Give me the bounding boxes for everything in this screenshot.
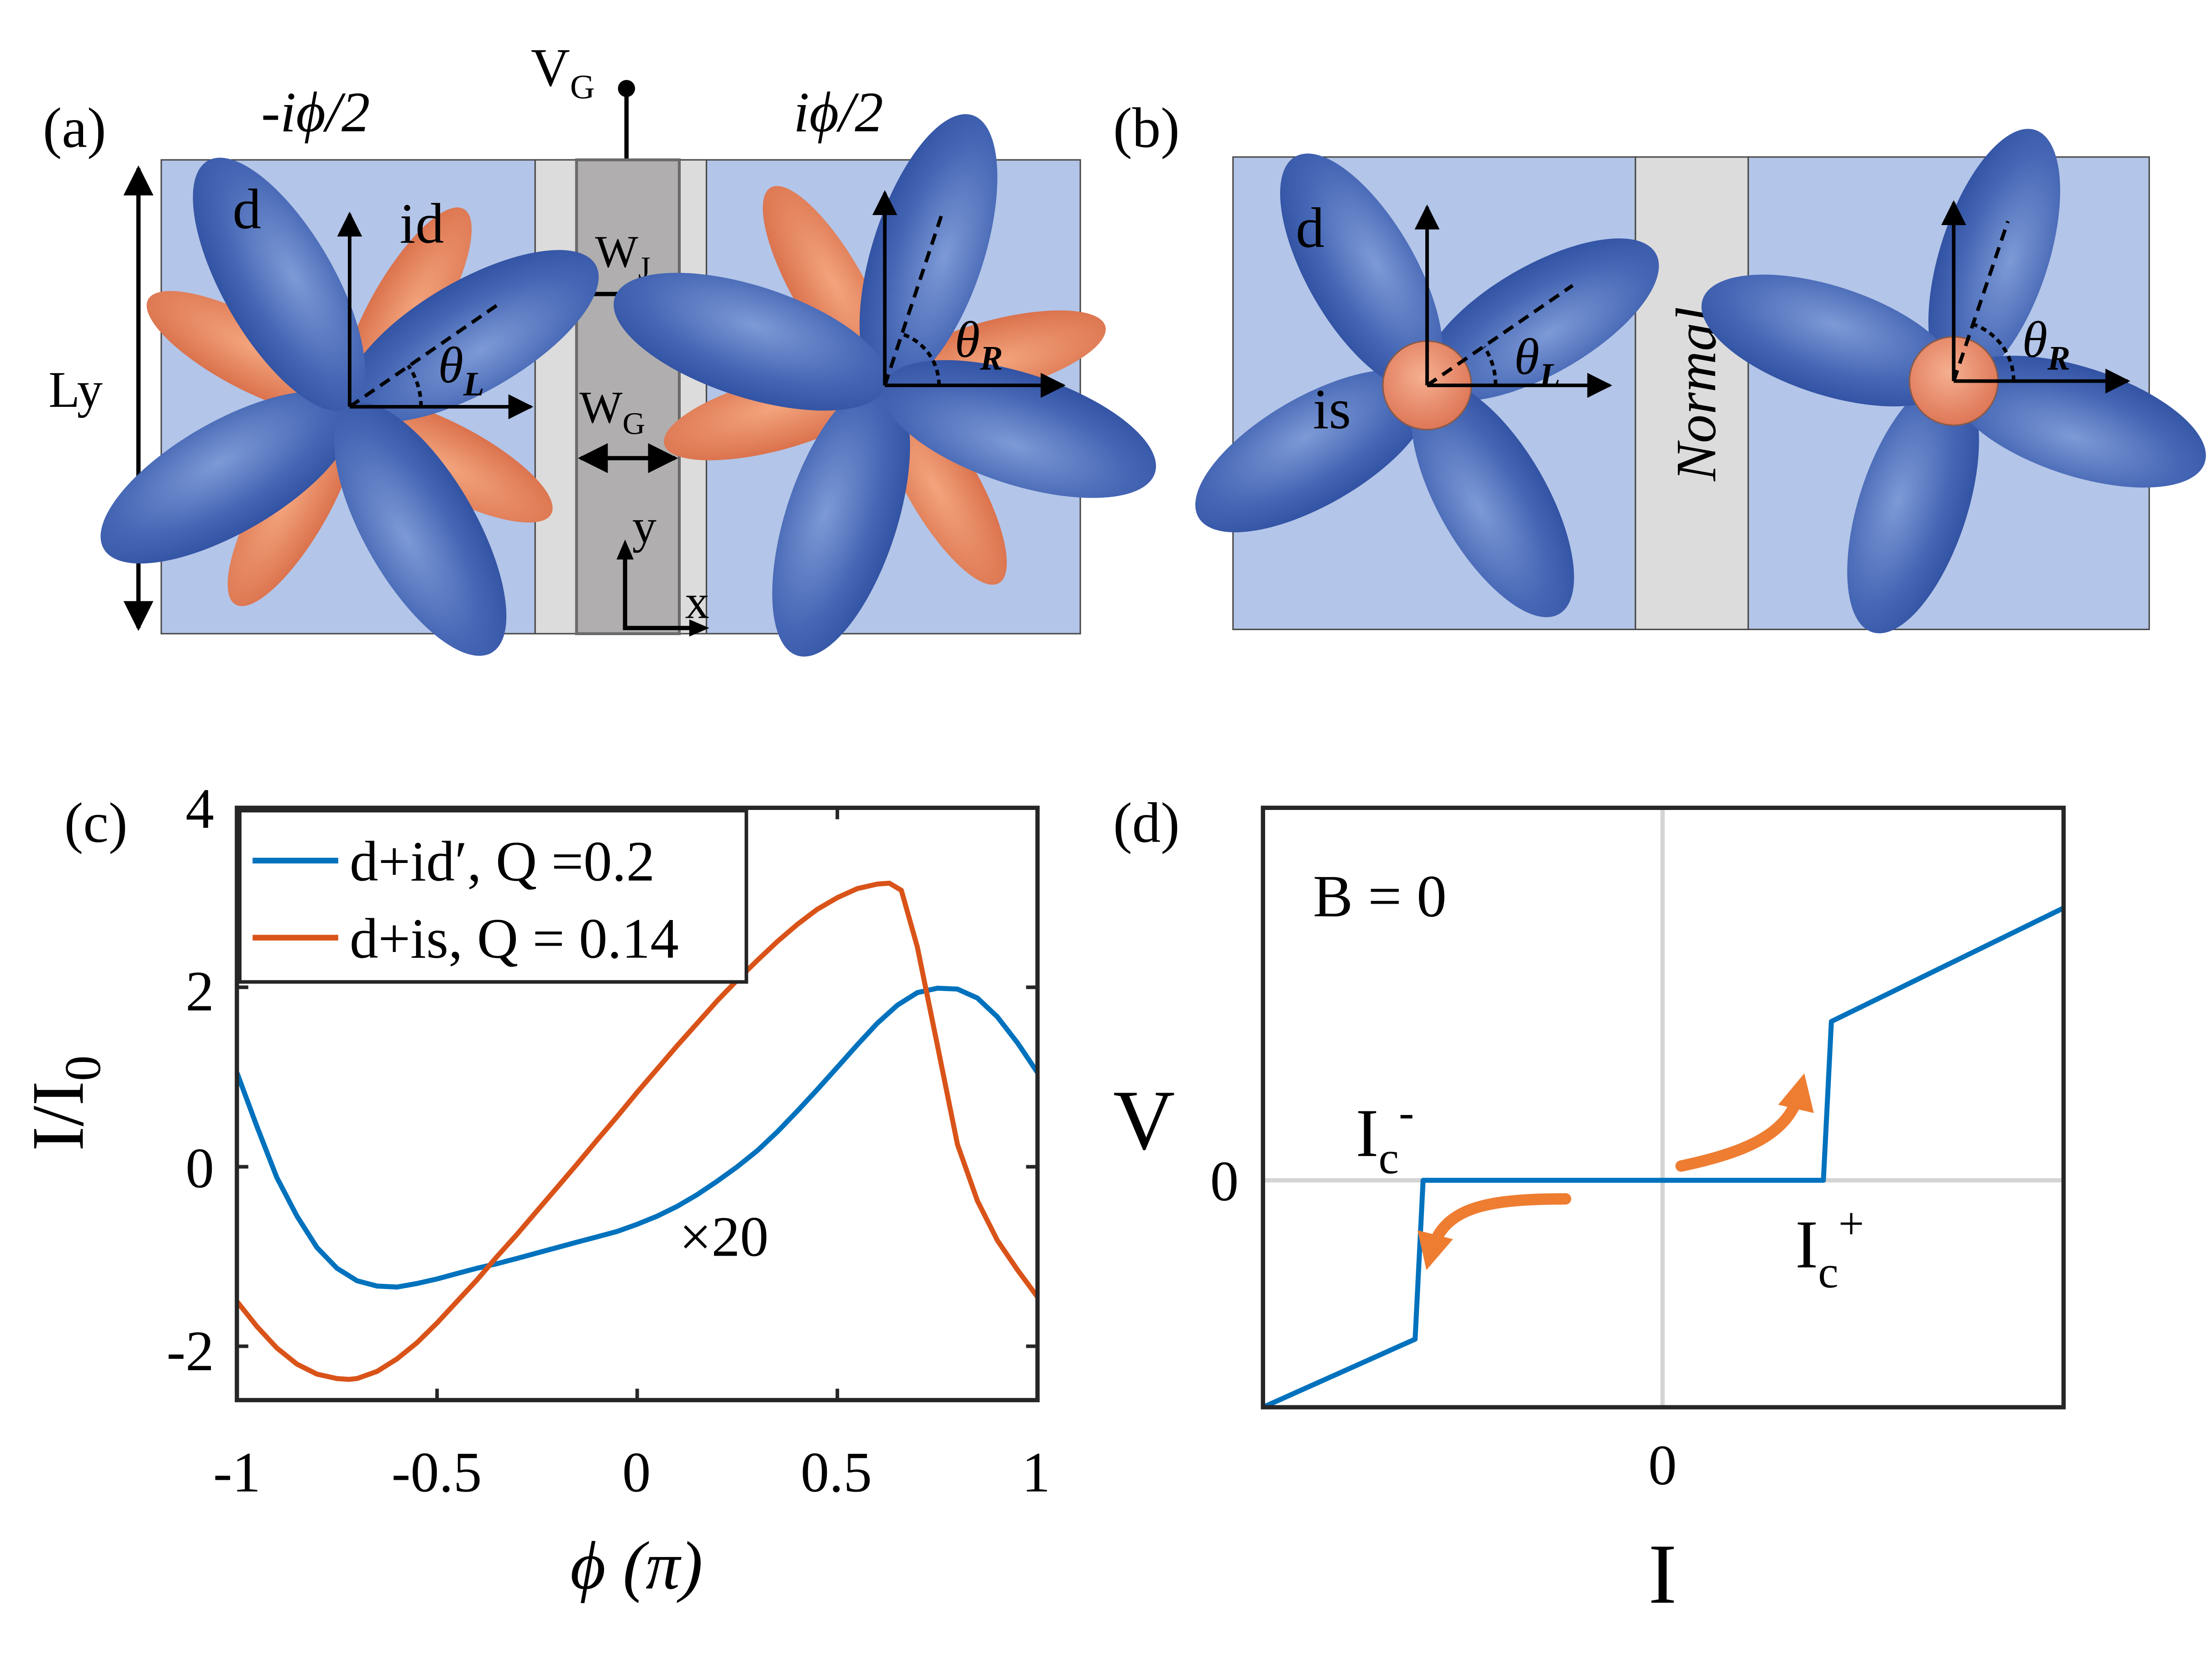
- xtick-label: 0.5: [801, 1441, 872, 1504]
- panel-c-axes-box: [235, 805, 1040, 1403]
- d-label: d: [1296, 197, 1324, 260]
- theta-arc: [1482, 346, 1497, 386]
- length-label: Ly: [48, 362, 103, 418]
- panel-d: (d) B = 0 V I 0 0 Ic- Ic+: [1113, 792, 2066, 1621]
- series-line-d-is: [235, 880, 1040, 1382]
- critical-current-positive-label: Ic+: [1795, 1198, 1864, 1297]
- d-lobe: [1411, 381, 1574, 617]
- gate-terminal-dot: [618, 80, 635, 97]
- lobe-direction-dashed: [883, 213, 944, 386]
- legend-box: [238, 809, 748, 984]
- right-order-parameter: [1701, 129, 2206, 634]
- lobe-direction-dashed: [348, 301, 502, 409]
- d-lobe: [882, 360, 1156, 498]
- d-lobe: [1701, 274, 1956, 407]
- d-lobe: [345, 250, 599, 422]
- panel-c-legend: d+id′, Q =0.2 d+is, Q = 0.14: [238, 809, 748, 984]
- xtick-label: 1: [1022, 1441, 1051, 1504]
- panel-c-ytick-labels: 4 2 0 -2: [167, 778, 214, 1383]
- panel-d-series: [1262, 905, 2065, 1410]
- d-lobe: [193, 158, 365, 411]
- panel-b-label: (b): [1113, 97, 1180, 160]
- coordinate-axes: [623, 557, 693, 631]
- gate-width-label: WG: [579, 382, 645, 441]
- is-label: is: [1313, 378, 1351, 441]
- lobe-direction-dashed: [1952, 221, 2010, 382]
- theta-arc: [901, 332, 941, 386]
- legend-label: d+is, Q = 0.14: [350, 907, 679, 970]
- theta-left-label: θL: [1514, 329, 1560, 394]
- xtick-label: -1: [213, 1441, 261, 1504]
- ytick-label: 0: [185, 1137, 214, 1200]
- theta-arc: [406, 364, 423, 407]
- series-line-d-id: [234, 985, 1040, 1290]
- d-lobe: [334, 402, 507, 656]
- y-axis-label: y: [632, 499, 657, 553]
- right-order-parameter: [614, 114, 1156, 657]
- phase-right-label: iϕ/2: [793, 81, 883, 144]
- d-lobe: [1847, 379, 1979, 634]
- legend-label: d+id′, Q =0.2: [350, 831, 655, 894]
- d-lobe: [1195, 369, 1432, 532]
- left-order-parameter: [1195, 153, 1659, 617]
- ytick-label: 2: [185, 960, 214, 1023]
- x-axis-label: x: [685, 575, 709, 629]
- panel-c-ylabel: I/I0: [17, 1055, 111, 1151]
- panel-c-xlabel: ϕ (π): [570, 1528, 703, 1604]
- theta-arc: [1971, 322, 2016, 381]
- sweep-direction-arrow-negative: [1417, 1193, 1571, 1270]
- d-lobe: [1423, 238, 1659, 401]
- panel-c-xtick-labels: -1 -0.5 0 0.5 1: [213, 1441, 1051, 1504]
- critical-current-negative-label: Ic-: [1356, 1087, 1414, 1183]
- d-lobe: [1280, 153, 1443, 390]
- iv-curve: [1262, 905, 2065, 1410]
- normal-region: [1634, 156, 1749, 631]
- d-label: d: [233, 178, 262, 241]
- scale-annotation: ×20: [679, 1206, 769, 1269]
- id-label: id: [399, 192, 444, 255]
- xtick-label: 0: [1648, 1434, 1677, 1497]
- panel-d-axes-box: [1261, 805, 2066, 1409]
- xtick-label: -0.5: [392, 1441, 482, 1504]
- theta-left-label: θL: [438, 337, 484, 403]
- panel-b: (b) Normal d is θL: [1113, 97, 2206, 634]
- left-order-parameter: [100, 158, 599, 656]
- panel-c-series: [234, 880, 1040, 1382]
- panel-c-label: (c): [64, 792, 128, 855]
- xtick-label: 0: [622, 1441, 651, 1504]
- ytick-label: 0: [1210, 1150, 1239, 1213]
- panel-d-xlabel: I: [1648, 1526, 1676, 1621]
- field-annotation: B = 0: [1313, 863, 1447, 930]
- panel-a: (a) -iϕ/2 iϕ/2 VG Ly WJ WG y x: [43, 37, 1156, 657]
- sweep-direction-arrow-positive: [1675, 1073, 1814, 1172]
- x-axis-arrowhead: [689, 619, 709, 637]
- d-lobe: [100, 391, 354, 564]
- gate-voltage-label: VG: [531, 37, 595, 106]
- phase-left-label: -iϕ/2: [261, 81, 370, 144]
- theta-right-label: θR: [2022, 311, 2070, 377]
- lobe-direction-dashed: [1426, 284, 1574, 387]
- d-lobe: [614, 273, 888, 411]
- panel-c: (c) 4 2 0 -2 -1 -0.5 0 0.5 1 I/I0 ϕ (π) …: [17, 778, 1050, 1604]
- ytick-label: 4: [185, 778, 214, 841]
- d-lobe: [772, 383, 910, 657]
- theta-right-label: θR: [955, 311, 1003, 377]
- ytick-label: -2: [167, 1320, 214, 1383]
- panel-d-label: (d): [1113, 792, 1180, 855]
- y-axis-arrowhead: [616, 539, 634, 560]
- panel-d-ylabel: V: [1113, 1073, 1175, 1167]
- panel-a-label: (a): [43, 97, 106, 160]
- d-lobe: [1951, 356, 2206, 488]
